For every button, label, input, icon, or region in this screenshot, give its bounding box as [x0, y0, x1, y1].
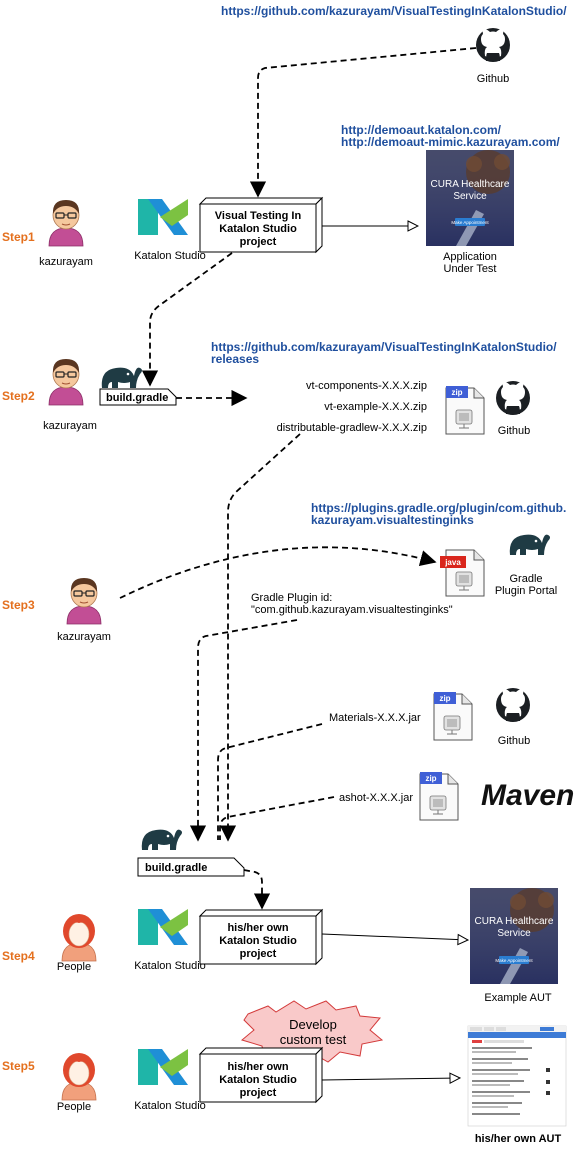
- github-icon-materials: [496, 688, 530, 722]
- example-aut-title-2: Service: [497, 928, 531, 939]
- zip-text-releases: zip: [451, 388, 462, 397]
- example-aut-screenshot: CURA Healthcare Service Make Appointment: [470, 888, 558, 984]
- gradle-portal-label-2: Plugin Portal: [495, 585, 557, 597]
- github-label-releases: Github: [498, 425, 530, 437]
- plugin-portal-url-1[interactable]: https://plugins.gradle.org/plugin/com.gi…: [311, 501, 566, 515]
- distributable-artifact: distributable-gradlew-X.X.X.zip: [277, 422, 427, 434]
- connector-materials-to-build-gradle: [217, 723, 323, 840]
- java-badge: [440, 556, 466, 568]
- connector-github-to-project: [249, 47, 477, 198]
- materials-artifact: Materials-X.X.X.jar: [329, 712, 421, 724]
- build-gradle-label-step2: build.gradle: [106, 392, 168, 404]
- gradle-elephant-icon-portal: [509, 534, 550, 555]
- connector-build-gradle-to-own-project: [243, 869, 271, 910]
- develop-burst-line1: Develop: [289, 1017, 337, 1032]
- own-project-line3-step5: project: [240, 1087, 277, 1099]
- aut-label-2: Under Test: [444, 263, 497, 275]
- connector-ashot-to-build-gradle: [219, 796, 335, 840]
- connector-own-project-to-example-aut: [321, 933, 468, 940]
- vt-example-artifact: vt-example-X.X.X.zip: [324, 401, 427, 413]
- own-aut-screenshot: [467, 1025, 567, 1127]
- own-aut-label: his/her own AUT: [475, 1133, 562, 1145]
- example-aut-appointment-button: Make Appointment: [495, 958, 533, 963]
- plugin-id-label: Gradle Plugin id:: [251, 592, 332, 604]
- aut-title-2: Service: [453, 191, 487, 202]
- own-project-line2-step5: Katalon Studio: [219, 1074, 297, 1086]
- plugin-portal-url-2[interactable]: kazurayam.visualtestinginks: [311, 513, 474, 527]
- vt-components-artifact: vt-components-X.X.X.zip: [306, 380, 427, 392]
- github-icon: [476, 28, 510, 62]
- releases-url-2[interactable]: releases: [211, 352, 259, 366]
- zip-badge-materials: [434, 692, 456, 704]
- aut-appointment-button: Make Appointment: [451, 220, 489, 225]
- github-label-materials: Github: [498, 735, 530, 747]
- github-repo-url[interactable]: https://github.com/kazurayam/VisualTesti…: [221, 4, 567, 18]
- develop-burst-line2: custom test: [280, 1032, 347, 1047]
- own-project-line3-step4: project: [240, 948, 277, 960]
- aut-label-1: Application: [443, 251, 497, 263]
- develop-burst: Develop custom test: [240, 1000, 384, 1063]
- java-badge-text: java: [444, 558, 461, 567]
- aut-title-1: CURA Healthcare: [431, 179, 510, 190]
- step4-label: Step4: [2, 949, 35, 963]
- plugin-id-value: "com.github.kazurayam.visualtestinginks": [251, 604, 453, 616]
- ashot-artifact: ashot-X.X.X.jar: [339, 792, 413, 804]
- releases-url-1[interactable]: https://github.com/kazurayam/VisualTesti…: [211, 340, 557, 354]
- katalon-studio-label-step1: Katalon Studio: [134, 250, 206, 262]
- step2-label: Step2: [2, 389, 35, 403]
- step3-label: Step3: [2, 598, 35, 612]
- gradle-portal-label-1: Gradle: [509, 573, 542, 585]
- example-aut-title-1: CURA Healthcare: [475, 916, 554, 927]
- step1-label: Step1: [2, 230, 35, 244]
- aut-screenshot: CURA Healthcare Service Make Appointment: [426, 150, 514, 246]
- own-project-line1-step4: his/her own: [227, 922, 288, 934]
- maven-logo: Maven: [481, 779, 574, 812]
- gradle-elephant-icon-build: [141, 829, 182, 850]
- build-gradle-doc-step2: [99, 388, 177, 406]
- step5-label: Step5: [2, 1059, 35, 1073]
- kazurayam-label-step3: kazurayam: [57, 631, 111, 643]
- own-project-line1-step5: his/her own: [227, 1061, 288, 1073]
- katalon-studio-label-step4: Katalon Studio: [134, 960, 206, 972]
- people-label-step5: People: [57, 1101, 91, 1113]
- kazurayam-label-step1: kazurayam: [39, 256, 93, 268]
- connector-own-project-to-own-aut: [321, 1078, 460, 1080]
- example-aut-label: Example AUT: [484, 992, 552, 1004]
- vt-project-line1: Visual Testing In: [215, 210, 302, 222]
- kazurayam-label-step2: kazurayam: [43, 420, 97, 432]
- connector-releases-to-build-gradle: [219, 433, 301, 842]
- people-avatar-step5: [61, 1052, 97, 1101]
- gradle-elephant-icon-step2: [101, 367, 142, 388]
- people-avatar-step4: [61, 913, 97, 962]
- zip-text-ashot: zip: [425, 774, 436, 783]
- zip-badge-releases: [446, 386, 468, 398]
- zip-badge-ashot: [420, 772, 442, 784]
- github-label: Github: [477, 73, 509, 85]
- people-label-step4: People: [57, 961, 91, 973]
- github-icon-releases: [496, 381, 530, 415]
- build-gradle-label-bottom: build.gradle: [145, 862, 207, 874]
- demoaut-url-1[interactable]: http://demoaut.katalon.com/: [341, 123, 502, 137]
- connector-plugin-to-build-gradle: [189, 619, 298, 842]
- connector-kazurayam-to-plugin-portal: [119, 546, 437, 599]
- vt-project-line2: Katalon Studio: [219, 223, 297, 235]
- zip-text-materials: zip: [439, 694, 450, 703]
- build-gradle-doc-bottom: [137, 857, 245, 877]
- kazurayam-avatar-step2: [48, 358, 84, 406]
- vt-project-line3: project: [240, 236, 277, 248]
- katalon-studio-icon-step5: [138, 1049, 188, 1085]
- kazurayam-avatar-step3: [66, 577, 102, 625]
- own-project-line2-step4: Katalon Studio: [219, 935, 297, 947]
- katalon-studio-icon-step1: [138, 199, 188, 235]
- demoaut-url-2[interactable]: http://demoaut-mimic.kazurayam.com/: [341, 135, 560, 149]
- kazurayam-avatar-step1: [48, 199, 84, 247]
- katalon-studio-icon-step4: [138, 909, 188, 945]
- katalon-studio-label-step5: Katalon Studio: [134, 1100, 206, 1112]
